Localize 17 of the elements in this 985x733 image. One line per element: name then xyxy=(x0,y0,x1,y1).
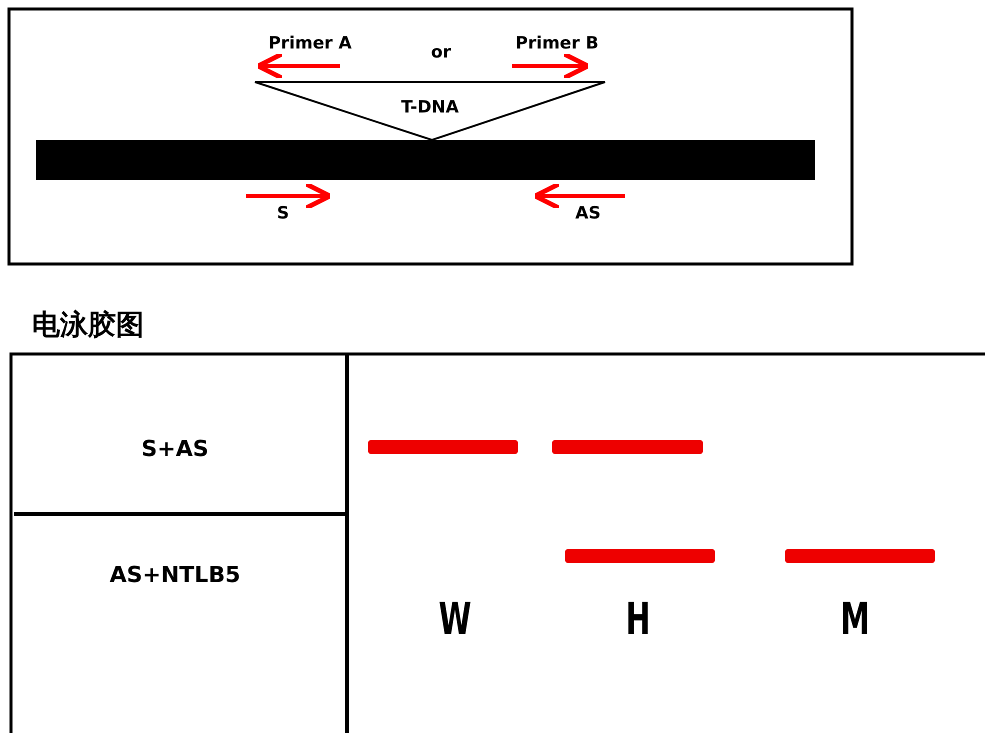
section-heading: 电泳胶图 xyxy=(32,311,144,339)
gel-band xyxy=(565,549,715,563)
connector-word: or xyxy=(430,44,452,62)
lane-label: W xyxy=(438,598,472,642)
insert-label: T-DNA xyxy=(401,100,459,116)
lane-label: M xyxy=(840,598,870,642)
primer-label: Primer A xyxy=(268,36,352,52)
row-label: S+AS xyxy=(141,439,209,461)
row-label: AS+NTLB5 xyxy=(110,565,240,587)
primer-label: S xyxy=(276,206,290,222)
chromosome-bar xyxy=(36,140,815,180)
primer-label: Primer B xyxy=(515,36,599,52)
lane-label: H xyxy=(626,598,650,642)
gel-band xyxy=(785,549,935,563)
gel-band xyxy=(552,440,703,454)
primer-label: AS xyxy=(575,206,601,222)
gel-band xyxy=(368,440,518,454)
